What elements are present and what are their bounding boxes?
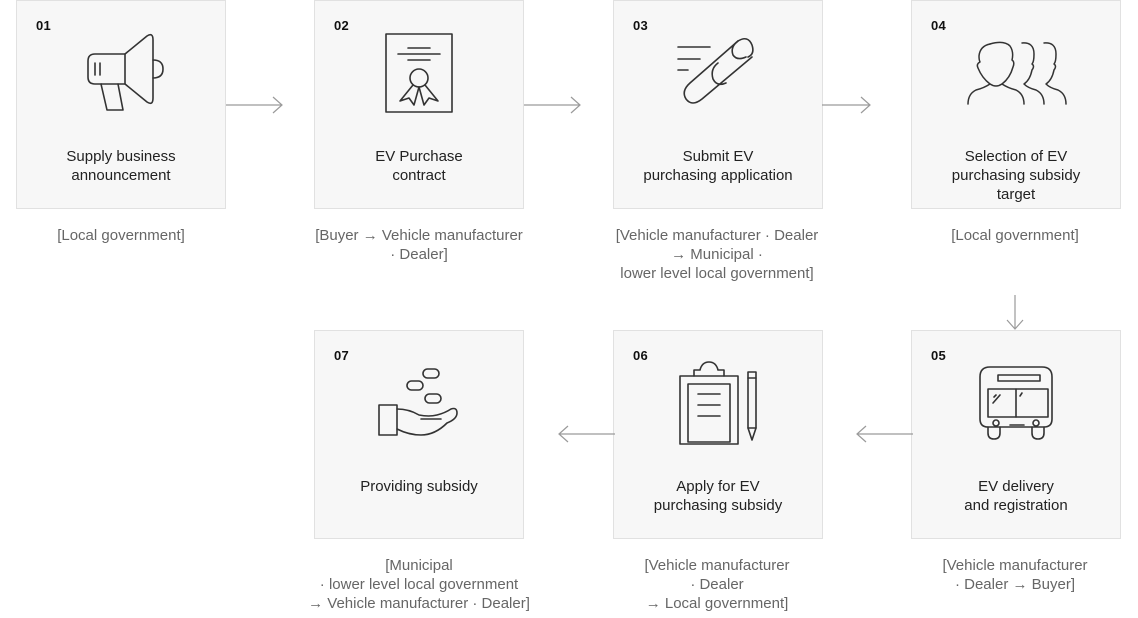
step-title: EV delivery and registration xyxy=(964,478,1068,514)
step-02-box: 02 EV Purchase contract xyxy=(314,0,524,209)
step-05-box: 05 EV delivery and registration xyxy=(911,330,1121,539)
step-title: Supply business announcement xyxy=(66,148,176,184)
step-title: Providing subsidy xyxy=(360,478,478,495)
people-icon xyxy=(912,23,1120,123)
arrow-down xyxy=(1006,295,1024,331)
clipboard-pencil-icon xyxy=(614,353,822,453)
step-02-caption: [Buyer → Vehicle manufacturer · Dealer] xyxy=(315,227,523,263)
arrow-right xyxy=(226,96,286,114)
arrow-right xyxy=(822,96,874,114)
step-title: Submit EV purchasing application xyxy=(643,148,793,184)
bus-icon xyxy=(912,353,1120,453)
step-03-caption: [Vehicle manufacturer · Dealer → Municip… xyxy=(615,227,819,282)
step-03-box: 03 Submit EV purchasing application xyxy=(613,0,823,209)
step-number: 03 xyxy=(633,18,649,33)
step-number: 02 xyxy=(334,18,350,33)
step-number: 01 xyxy=(36,18,52,33)
scroll-icon xyxy=(614,23,822,123)
step-number: 04 xyxy=(931,18,947,33)
megaphone-icon xyxy=(17,23,225,123)
step-07-caption: [Municipal · lower level local governmen… xyxy=(308,557,530,612)
step-title: Selection of EV purchasing subsidy targe… xyxy=(951,148,1081,203)
step-04-caption: [Local government] xyxy=(951,227,1079,244)
certificate-icon xyxy=(315,23,523,123)
step-01-caption: [Local government] xyxy=(57,227,185,244)
step-number: 05 xyxy=(931,348,947,363)
step-title: Apply for EV purchasing subsidy xyxy=(653,478,783,514)
step-title: EV Purchase contract xyxy=(375,148,463,184)
step-05-caption: [Vehicle manufacturer · Dealer → Buyer] xyxy=(942,557,1088,593)
step-number: 06 xyxy=(633,348,649,363)
step-07-box: 07 Providing subsidy xyxy=(314,330,524,539)
step-06-box: 06 Apply for EV purchasing subsidy xyxy=(613,330,823,539)
step-06-caption: [Vehicle manufacturer · Dealer → Local g… xyxy=(644,557,790,612)
step-01-box: 01 Supply business announcement xyxy=(16,0,226,209)
arrow-left xyxy=(557,425,615,443)
step-number: 07 xyxy=(334,348,350,363)
hand-coins-icon xyxy=(315,353,523,453)
arrow-right xyxy=(524,96,584,114)
arrow-left xyxy=(855,425,913,443)
step-04-box: 04 Selection of EV purchasing subsidy ta… xyxy=(911,0,1121,209)
